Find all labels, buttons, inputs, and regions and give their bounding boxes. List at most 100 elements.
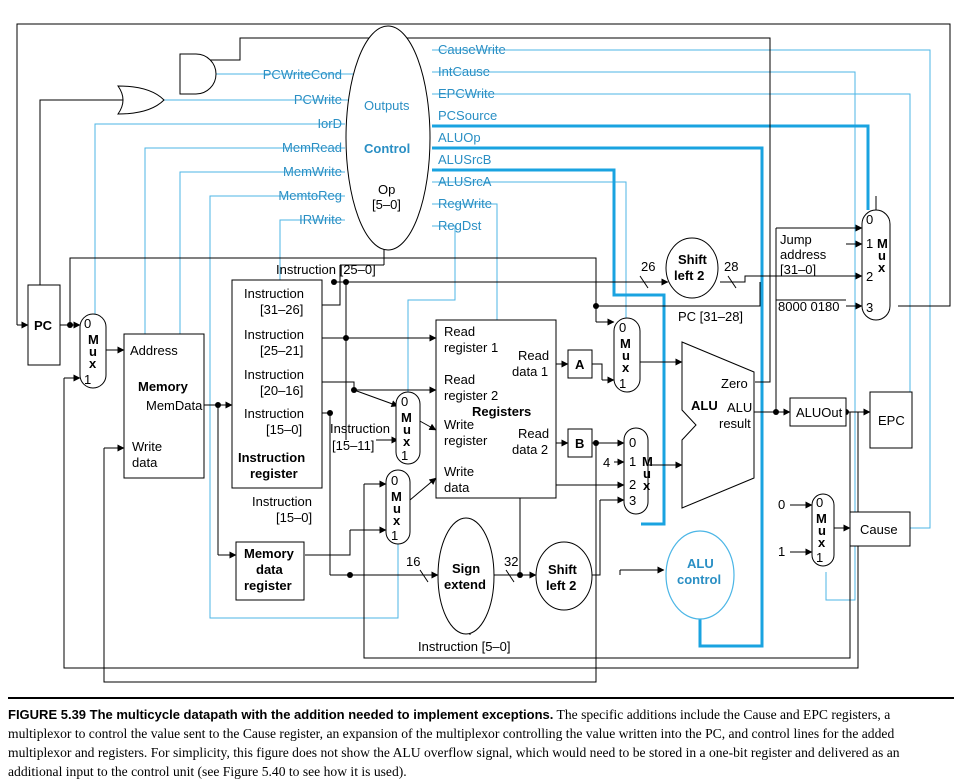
ir-below-line2: [15–0] [276,510,312,525]
cause-mux-u: u [818,523,826,538]
regdst-mux-in1: 1 [401,448,408,463]
alusrcb-mux-in2: 2 [629,477,636,492]
signal-iord: IorD [317,116,342,131]
figure-caption: FIGURE 5.39 The multicycle datapath with… [8,697,954,781]
alusrca-mux: 0 M u x 1 [613,317,641,393]
ir-below-line1: Instruction [252,494,312,509]
cause-mux-in0: 0 [816,495,823,510]
alu-unit [681,341,755,509]
regdst-mux: 0 M u x 1 [395,391,421,465]
reg-rdata2-line2: data 2 [512,442,548,457]
memtoreg-mux-u: u [393,501,401,516]
datapath-diagram: PC 0 M u x 1 0 M u x 1 0 M u x 1 0 M u x… [16,23,951,683]
data-wires [16,23,951,683]
memory-data: data [132,455,158,470]
ir-field3-line2: [15–0] [266,422,302,437]
memtoreg-mux: 0 M u x 1 [385,469,411,545]
control-unit [345,25,431,251]
reg-read1-line1: Read [444,324,475,339]
reg-read2-line1: Read [444,372,475,387]
memory-write: Write [132,439,162,454]
signal-pcsource: PCSource [438,108,497,123]
jump-line1: Jump [780,232,812,247]
ir-mux-in-line1: Instruction [330,421,390,436]
exception-address: 8000 0180 [778,299,839,314]
shift-upper-line2: left 2 [674,268,704,283]
signal-regwrite: RegWrite [438,196,492,211]
reg-title: Registers [472,404,531,419]
alu-control-line1: ALU [687,556,714,571]
register-a [567,349,593,379]
width-32: 32 [504,554,518,569]
iord-mux-in1: 1 [84,372,91,387]
alu-zero: Zero [721,376,748,391]
ir-field3-line1: Instruction [244,406,304,421]
junction-dots [67,279,849,578]
or-gate [117,85,165,115]
width-16: 16 [406,554,420,569]
aluout-label: ALUOut [796,405,843,420]
alusrcb-mux-in3: 3 [629,493,636,508]
signal-pcwritecond: PCWriteCond [263,67,342,82]
mdr-line3: register [244,578,292,593]
alusrcb-mux: 0 1 M u x 2 3 [623,427,653,515]
pcsource-mux-in1: 1 [866,236,873,251]
iord-mux: 0 M u x 1 [79,313,107,389]
pcsource-mux: 0 1 M u x 2 3 [861,209,891,321]
width-28: 28 [724,259,738,274]
memtoreg-mux-in1: 1 [391,528,398,543]
sign-extend-line1: Sign [452,561,480,576]
ir-top-bus-label: Instruction [25–0] [276,262,376,277]
control-op-bits: [5–0] [372,197,401,212]
epc-label: EPC [878,413,905,428]
memory-block [123,333,205,479]
pc-upper-bits: PC [31–28] [678,309,743,324]
bus-width-marks [419,275,737,583]
control-wires-thick [432,124,870,648]
sign-extend-unit [437,517,495,635]
alusrcb-mux-x: x [643,478,651,493]
signal-irwrite: IRWrite [299,212,342,227]
memory-data-register [235,541,305,601]
shift-upper-line1: Shift [678,252,708,267]
instruction-register-block [231,279,323,489]
jump-line3: [31–0] [780,262,816,277]
reg-read2-line2: register 2 [444,388,498,403]
ir-field0-line2: [31–26] [260,302,303,317]
caption-title: FIGURE 5.39 The multicycle datapath with… [8,707,554,722]
memory-memdata: MemData [146,398,203,413]
pc-label: PC [34,318,53,333]
cause-mux-m: M [816,511,827,526]
mdr-line2: data [256,562,284,577]
memtoreg-mux-in0: 0 [391,473,398,488]
regdst-mux-x: x [403,434,411,449]
signal-aluop: ALUOp [438,130,481,145]
epc-register [869,391,913,449]
memory-title: Memory [138,379,189,394]
alusrcb-mux-in1: 1 [629,454,636,469]
alu-result-line1: ALU [727,400,752,415]
alusrcb-mux-in0: 0 [629,435,636,450]
alusrca-mux-in1: 1 [619,376,626,391]
shift-left-2-lower [535,541,593,611]
signal-memread: MemRead [282,140,342,155]
aluout-register [789,397,847,427]
reg-write-line1: Write [444,417,474,432]
reg-rdata1-line1: Read [518,348,549,363]
register-b-label: B [575,436,584,451]
signal-epcwrite: EPCWrite [438,86,495,101]
iord-mux-u: u [89,344,97,359]
signal-pcwrite: PCWrite [294,92,342,107]
ir-field2-line2: [20–16] [260,383,303,398]
sign-extend-line2: extend [444,577,486,592]
ir-field1-line2: [25–21] [260,343,303,358]
regdst-mux-in0: 0 [401,394,408,409]
ir-title-line2: register [250,466,298,481]
cause-label: Cause [860,522,898,537]
pcsource-mux-in3: 3 [866,300,873,315]
pcsource-mux-in2: 2 [866,269,873,284]
mdr-line1: Memory [244,546,295,561]
memtoreg-mux-x: x [393,513,401,528]
alusrca-mux-in0: 0 [619,320,626,335]
alu-control-unit [665,530,735,620]
